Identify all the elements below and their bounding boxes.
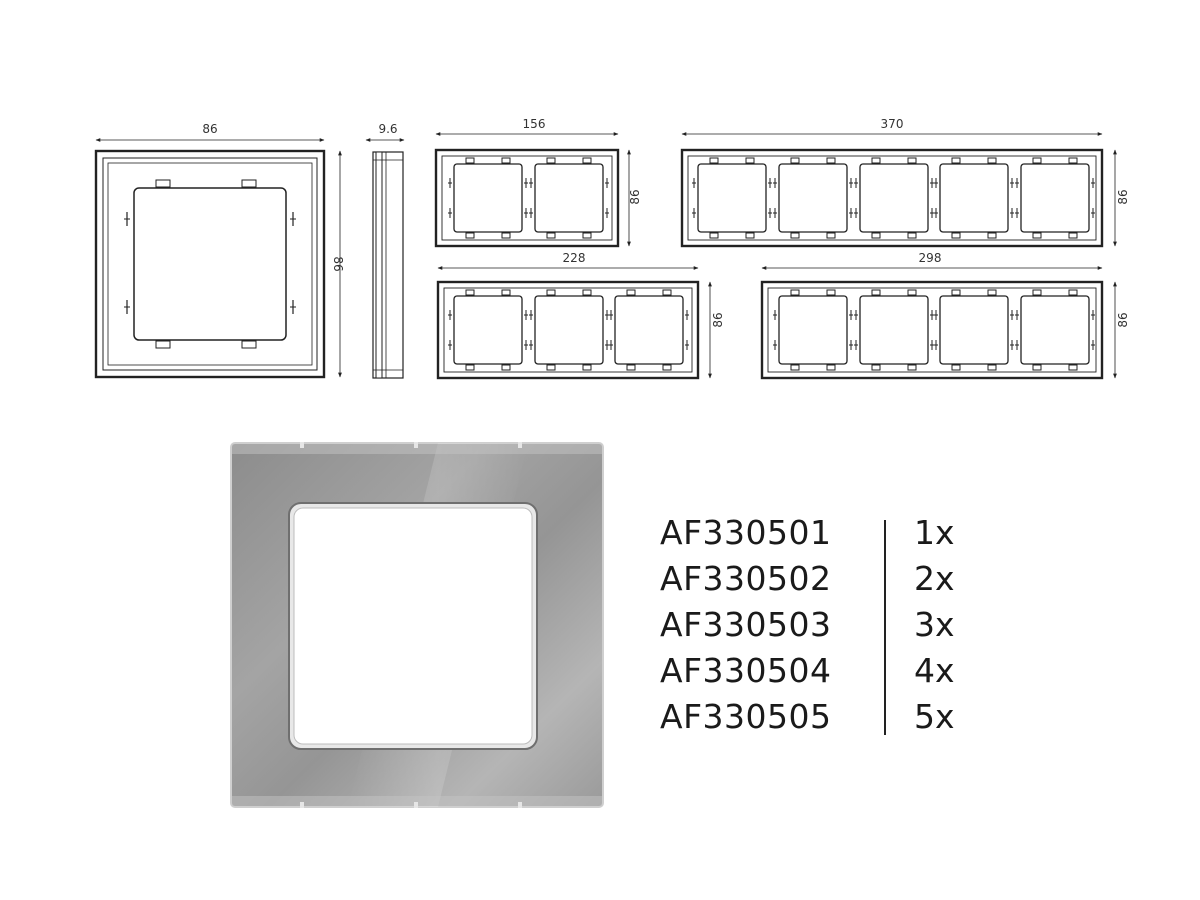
quad-height-label: 86: [1116, 312, 1130, 327]
gang-count: 4x: [914, 651, 955, 690]
glass-frame-photo: [230, 442, 604, 808]
side-profile: 9.6: [365, 122, 405, 379]
gang-count: 1x: [914, 513, 955, 552]
five-width-label: 370: [881, 117, 904, 131]
product-code: AF330504: [660, 651, 832, 690]
single-frame-front: [94, 149, 326, 379]
single-width-label: 86: [202, 122, 217, 136]
five-gang-frame: 370 86: [680, 117, 1130, 248]
product-code: AF330503: [660, 605, 832, 644]
depth-label: 9.6: [378, 122, 397, 136]
single-height-label: 86: [331, 256, 345, 271]
triple-height-label: 86: [711, 312, 725, 327]
double-width-label: 156: [523, 117, 546, 131]
product-code: AF330505: [660, 697, 832, 736]
double-height-label: 86: [628, 189, 642, 204]
double-frame: 156 86: [434, 117, 642, 248]
single-width-dimension: 86: [95, 122, 325, 142]
quad-width-label: 298: [919, 251, 942, 265]
gang-count: 5x: [914, 697, 955, 736]
triple-frame: 228 86: [436, 251, 725, 380]
quad-frame: 298 86: [760, 251, 1130, 380]
product-code: AF330501: [660, 513, 832, 552]
single-height-dimension: 86: [331, 150, 345, 378]
code-divider: [884, 520, 886, 735]
triple-width-label: 228: [563, 251, 586, 265]
product-code: AF330502: [660, 559, 832, 598]
gang-count: 2x: [914, 559, 955, 598]
technical-drawing: 86 86 9.6 156 86 370 86: [94, 117, 1130, 380]
gang-count: 3x: [914, 605, 955, 644]
five-height-label: 86: [1116, 189, 1130, 204]
